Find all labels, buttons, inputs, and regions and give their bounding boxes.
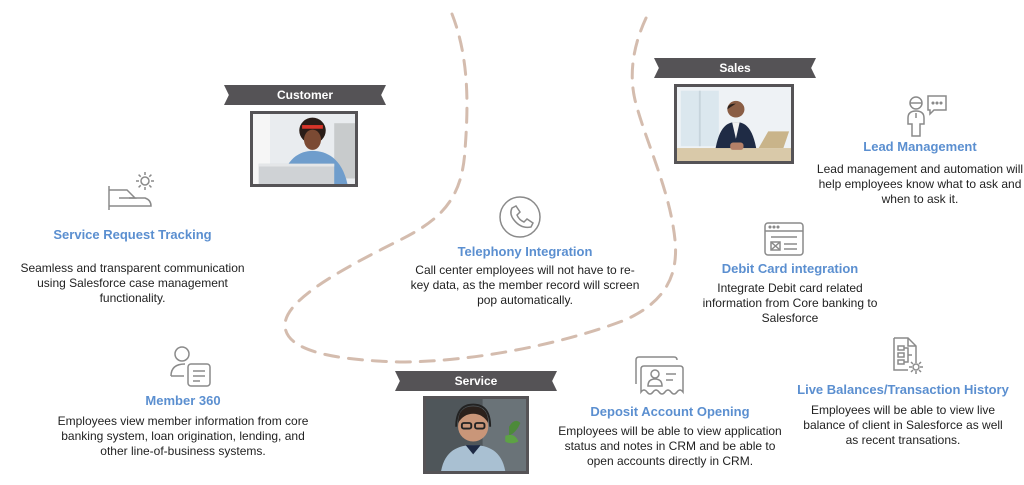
- debit-feature: Debit Card integration Integrate Debit c…: [690, 261, 890, 326]
- balances-feature: Live Balances/Transaction History Employ…: [786, 382, 1020, 448]
- member360-feature: Member 360 Employees view member informa…: [52, 393, 314, 459]
- sales-photo: [674, 84, 794, 164]
- browser-card-icon: [763, 221, 805, 257]
- sales-ribbon: Sales: [654, 58, 816, 78]
- id-card-icon: [632, 354, 688, 400]
- service-label: Service: [454, 374, 498, 388]
- service-request-feature: Service Request Tracking Seamless and tr…: [0, 227, 265, 306]
- person-chat-icon: [902, 94, 950, 138]
- lead-feature: Lead Management Lead management and auto…: [816, 139, 1024, 207]
- service-request-desc: Seamless and transparent communication u…: [20, 261, 245, 305]
- service-photo: [423, 396, 529, 474]
- deposit-title: Deposit Account Opening: [590, 404, 750, 419]
- service-ribbon: Service: [395, 371, 557, 391]
- telephony-title: Telephony Integration: [457, 244, 593, 259]
- member360-desc: Employees view member information from c…: [57, 414, 309, 458]
- customer-label: Customer: [276, 88, 333, 102]
- deposit-feature: Deposit Account Opening Employees will b…: [555, 404, 785, 469]
- lead-desc: Lead management and automation will help…: [816, 162, 1024, 206]
- person-document-icon: [168, 344, 214, 388]
- debit-title: Debit Card integration: [721, 261, 859, 276]
- service-request-title: Service Request Tracking: [53, 227, 212, 242]
- phone-circle-icon: [498, 195, 542, 239]
- customer-photo: [250, 111, 358, 187]
- deposit-desc: Employees will be able to view applicati…: [558, 424, 782, 468]
- member360-title: Member 360: [145, 393, 221, 408]
- sales-label: Sales: [719, 61, 751, 75]
- telephony-desc: Call center employees will not have to r…: [410, 263, 640, 307]
- lead-title: Lead Management: [863, 139, 977, 154]
- balances-title: Live Balances/Transaction History: [797, 382, 1009, 397]
- document-gear-icon: [890, 336, 926, 376]
- balances-desc: Employees will be able to view live bala…: [803, 403, 1003, 447]
- customer-ribbon: Customer: [224, 85, 386, 105]
- telephony-feature: Telephony Integration Call center employ…: [410, 244, 640, 308]
- debit-desc: Integrate Debit card related information…: [702, 281, 878, 325]
- hand-gear-icon: [105, 168, 157, 212]
